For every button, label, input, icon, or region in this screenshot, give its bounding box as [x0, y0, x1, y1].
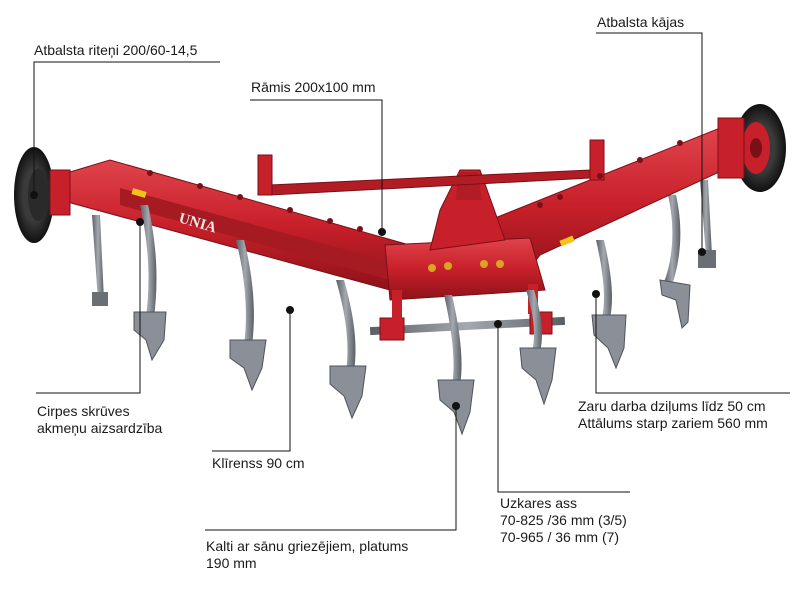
callout-shear-bolts-line2: akmeņu aizsardzība [37, 420, 163, 436]
callout-frame-text: Rāmis 200x100 mm [251, 79, 376, 95]
callout-chisels-line1: Kalti ar sānu griezējiem, platums [206, 538, 409, 554]
callout-shear-bolts: Cirpes skrūves akmeņu aizsardzība [37, 403, 162, 437]
upright-right [589, 139, 605, 181]
right-wheel [717, 104, 786, 192]
callout-axle-line1: Uzkares ass [500, 495, 578, 511]
frame-bolts [147, 140, 683, 232]
upright-left [257, 154, 273, 196]
tine-2 [229, 240, 267, 392]
leader-lines [33, 32, 790, 531]
tine-rear-mid-shoe [659, 279, 691, 330]
callout-legs-text: Atbalsta kājas [597, 14, 685, 30]
tine-rear-left [92, 215, 104, 300]
tine-rear-right [700, 180, 712, 255]
decal-right [559, 235, 575, 247]
tine-1 [133, 205, 167, 362]
leader-clearance [212, 310, 291, 452]
callout-depth-line1: Zaru darba dziļums līdz 50 cm [578, 398, 766, 414]
top-link-bar [269, 169, 591, 196]
leader-axle [497, 324, 630, 493]
main-frame: UNIA [59, 127, 746, 301]
callout-axle-line2: 70-825 /36 mm (3/5) [500, 512, 627, 528]
tine-rear-mid [664, 195, 681, 285]
tine-3 [329, 280, 367, 420]
callout-chisels-line2: 190 mm [206, 555, 257, 571]
frame-inner-left-beam [120, 188, 390, 280]
left-wheel [14, 147, 71, 243]
callout-depth: Zaru darba dziļums līdz 50 cm Attālums s… [578, 398, 768, 432]
front-tines [133, 205, 627, 436]
tine-5 [519, 290, 557, 406]
callout-wheels-text: Atbalsta riteņi 200/60-14,5 [34, 42, 198, 58]
callout-axle: Uzkares ass 70-825 /36 mm (3/5) 70-965 /… [500, 495, 627, 546]
headstock-bolts [428, 260, 504, 272]
leader-chisels [205, 406, 457, 531]
callout-clearance-text: Klīrenss 90 cm [212, 455, 305, 471]
leader-legs [596, 32, 703, 252]
frame-center-box [384, 237, 546, 301]
leader-wheels [33, 61, 220, 195]
leader-depth [595, 294, 790, 394]
callout-axle-line3: 70-965 / 36 mm (7) [500, 529, 620, 545]
leader-dots [30, 191, 706, 410]
leader-frame [250, 99, 383, 232]
callout-frame: Rāmis 200x100 mm [251, 79, 376, 96]
callout-depth-line2: Attālums starp zariem 560 mm [578, 415, 768, 431]
callout-wheels: Atbalsta riteņi 200/60-14,5 [34, 42, 197, 59]
callout-legs: Atbalsta kājas [597, 14, 684, 31]
leader-shear [36, 222, 141, 394]
decal-left [131, 188, 147, 198]
callout-shear-bolts-line1: Cirpes skrūves [37, 403, 130, 419]
rear-tines [92, 180, 716, 330]
callout-clearance: Klīrenss 90 cm [212, 455, 305, 472]
tine-6 [591, 240, 627, 370]
callout-chisels: Kalti ar sānu griezējiem, platums 190 mm [206, 538, 408, 572]
tine-rear-left-foot [92, 292, 108, 306]
